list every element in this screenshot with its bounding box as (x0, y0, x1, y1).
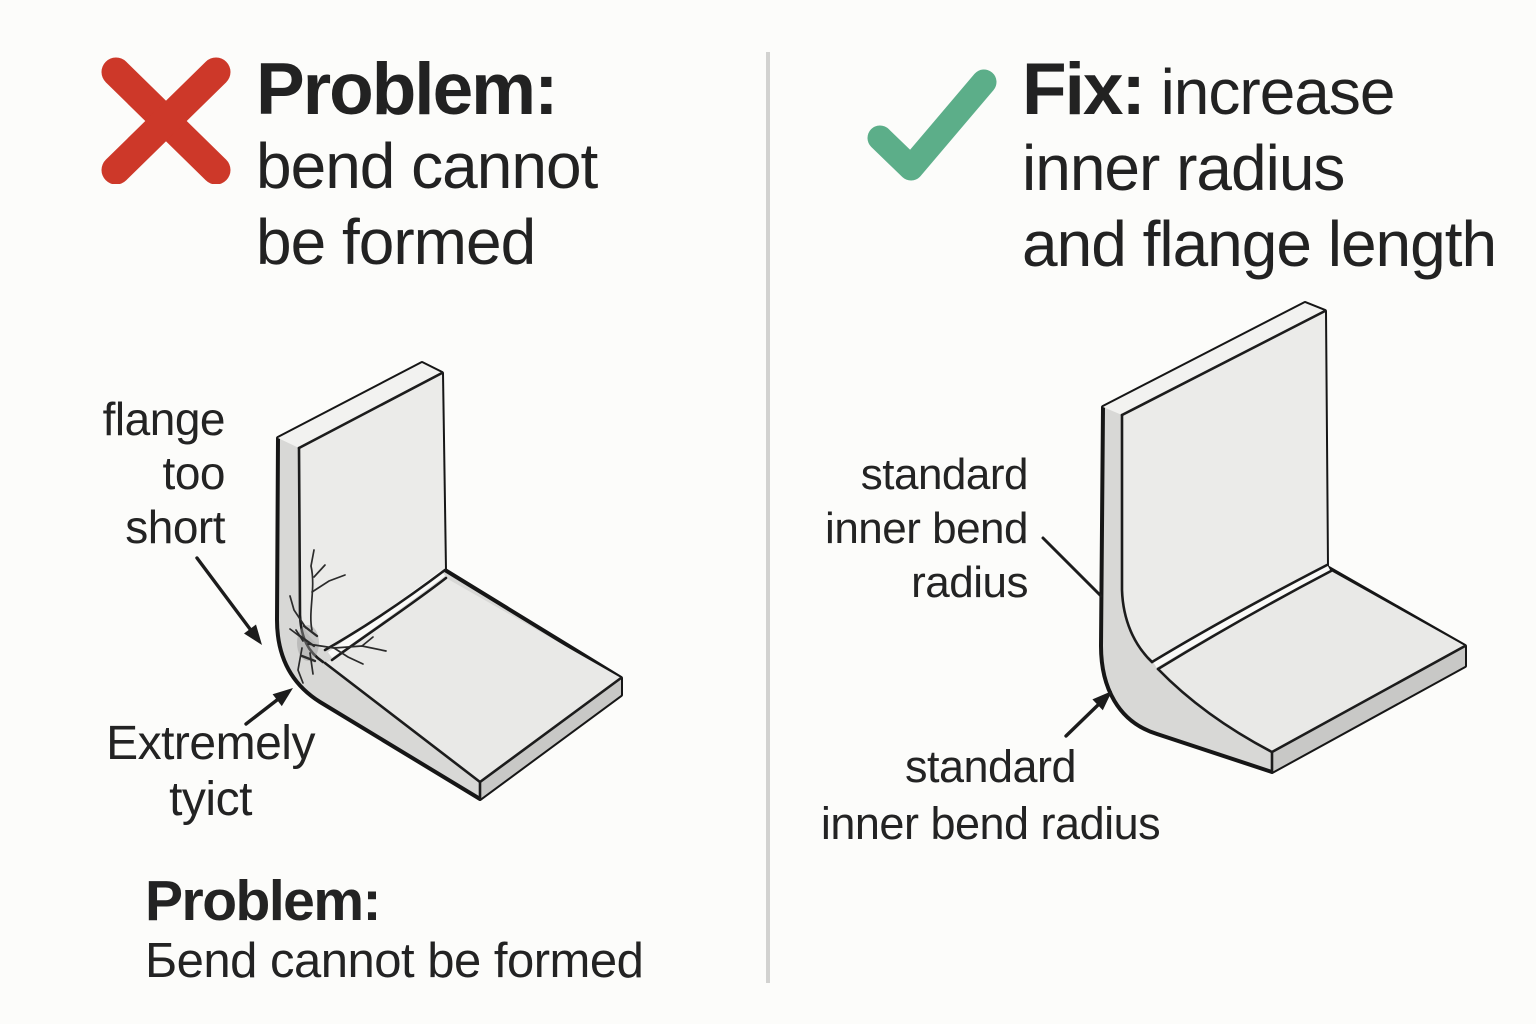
left-bracket-top-strip (278, 363, 442, 448)
crack-marks (289, 549, 387, 684)
flange-too-short-label: flange too short (55, 392, 226, 554)
right-bracket-top-strip (1103, 303, 1325, 415)
left-bracket-bend-highlight (327, 570, 446, 658)
right-bracket-flange-face (1122, 311, 1327, 662)
lower-label-line1: standard (904, 741, 1077, 792)
flange-label-arrow (195, 556, 262, 645)
left-headline: Problem: bend cannot be formed (256, 52, 726, 280)
lower-bend-radius-label: standard inner bend radius (793, 738, 1188, 852)
crack-label-arrow (244, 688, 293, 726)
right-headline-line2: inner radius (1022, 132, 1345, 204)
upper-radius-leader-line (1041, 536, 1103, 598)
left-bracket-figure (275, 361, 623, 801)
right-bracket-bend-highlight (1153, 565, 1331, 668)
right-headline: Fix: increase inner radius and flange le… (1022, 52, 1522, 282)
right-headline-bold: Fix: (1022, 49, 1146, 130)
right-headline-rest: increase (1160, 56, 1396, 128)
crack-label-line2: tyict (169, 773, 252, 826)
check-stroke (867, 69, 997, 181)
left-headline-bold: Problem: (256, 49, 558, 130)
lower-radius-arrow (1064, 691, 1112, 738)
crack-label-line1: Extremely (106, 717, 315, 770)
right-headline-line3: and flange length (1022, 208, 1497, 280)
left-caption: Problem: Бend cannot be formed (145, 870, 665, 990)
right-bracket-front-right-strip (1272, 646, 1465, 772)
flange-label-line3: short (125, 501, 225, 553)
right-headline-line1: Fix: increase (1022, 52, 1522, 130)
green-check-icon (867, 69, 997, 181)
upper-label-line3: radius (911, 558, 1028, 607)
left-headline-line3: be formed (256, 206, 536, 278)
upper-bend-radius-label: standard inner bend radius (808, 448, 1028, 610)
upper-label-line2: inner bend (825, 504, 1028, 553)
upper-label-line1: standard (860, 450, 1029, 499)
flange-label-line2: too (162, 447, 226, 499)
extremely-tight-label: Extremely tyict (88, 716, 333, 828)
left-bracket-creases (297, 371, 623, 801)
left-bracket-front-right-strip (480, 678, 621, 799)
panel-divider (766, 52, 770, 983)
left-caption-text: Бend cannot be formed (145, 934, 644, 988)
right-bracket-creases (1120, 309, 1467, 774)
left-bracket-flange-face (299, 373, 445, 650)
flange-label-line1: flange (102, 393, 226, 445)
x-stroke-2 (101, 57, 231, 184)
red-x-icon (101, 57, 231, 184)
left-caption-bold: Problem: (145, 869, 382, 933)
left-headline-line2: bend cannot (256, 130, 598, 202)
right-bracket-base-face (1158, 571, 1465, 752)
right-bracket-figure (1099, 301, 1467, 774)
lower-label-line2: inner bend radius (820, 798, 1161, 849)
